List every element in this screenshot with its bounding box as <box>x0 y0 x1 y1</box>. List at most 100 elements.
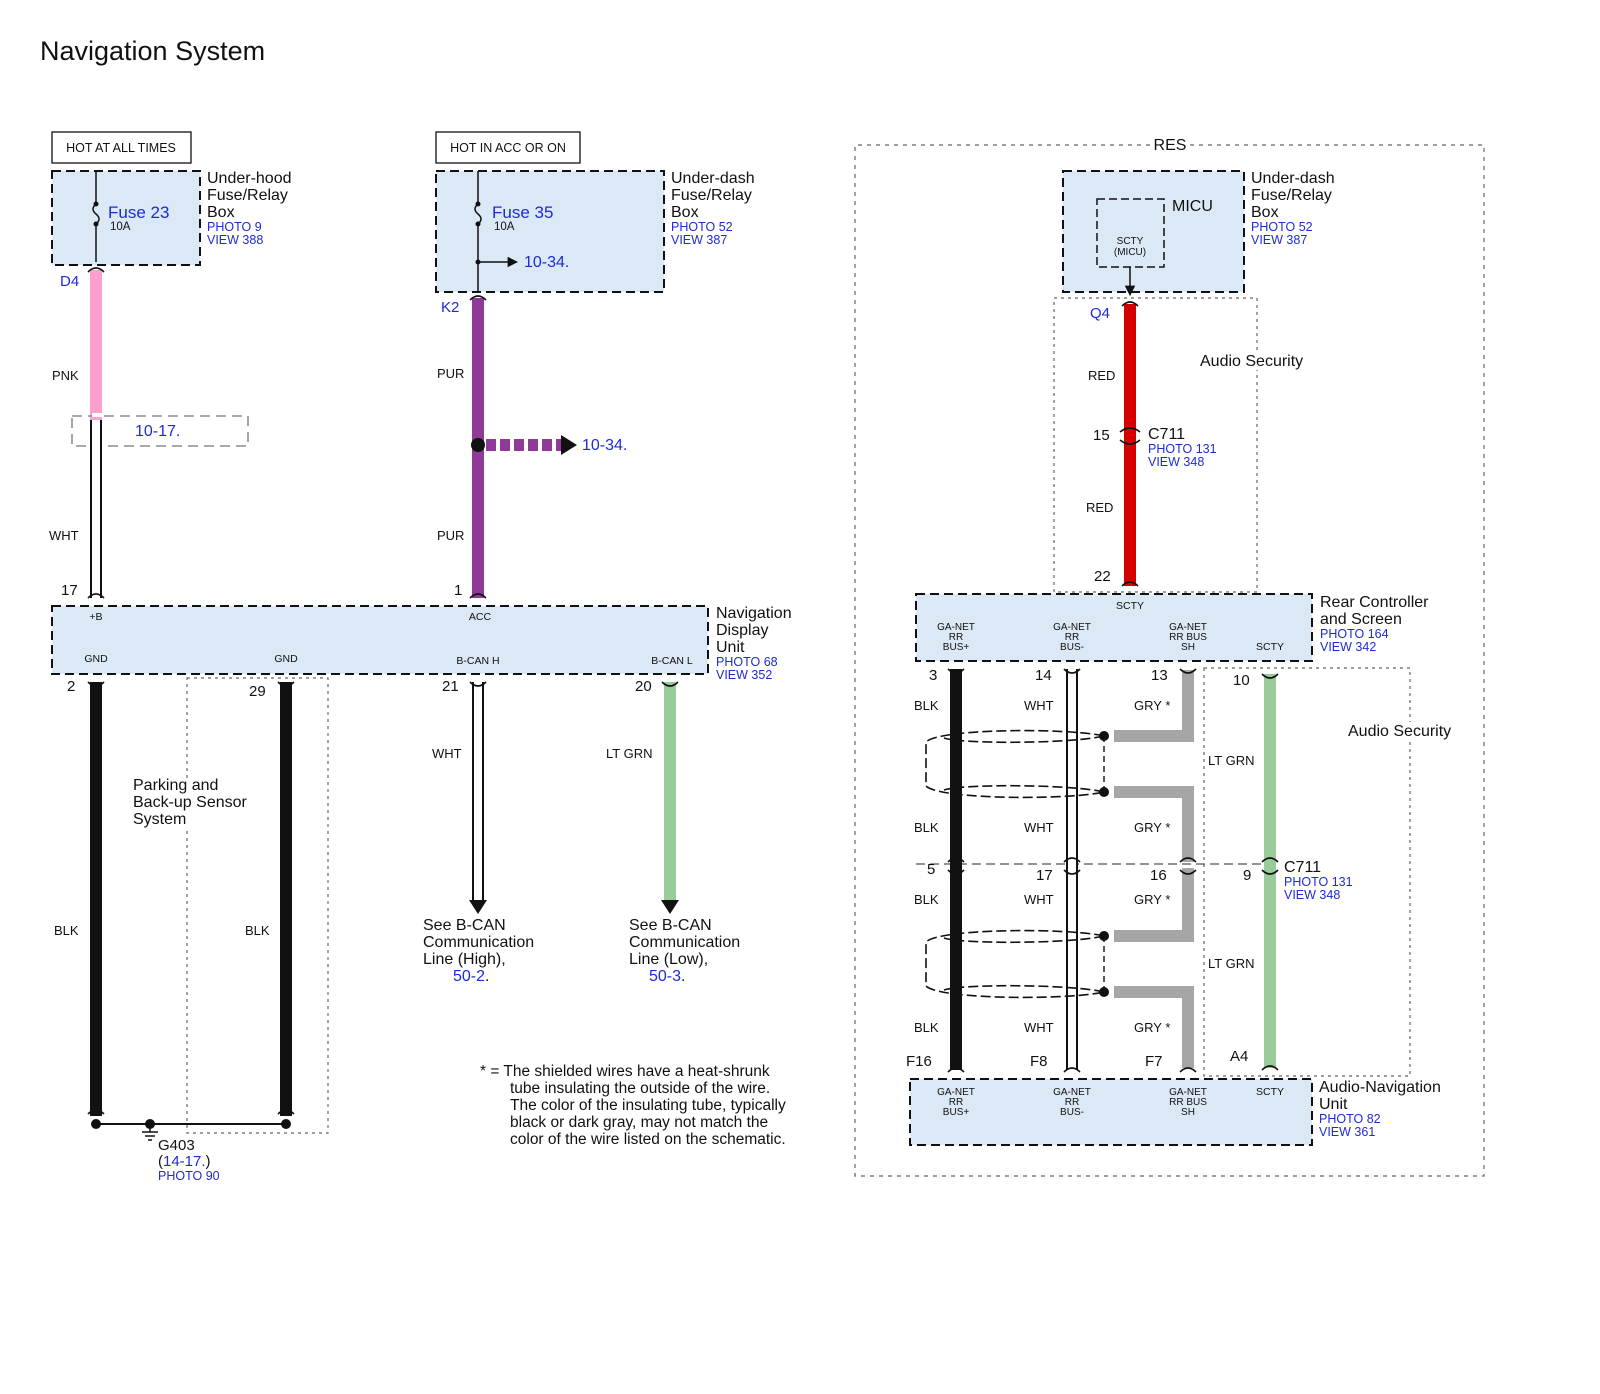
underhood-box-name-1: Under-hood <box>207 170 292 187</box>
audio-nav-pin-f16: F16 <box>906 1053 932 1070</box>
pin-22: 22 <box>1094 568 1111 585</box>
res-box-name-3: Box <box>1251 204 1279 221</box>
ground-ref[interactable]: 14-17. <box>163 1153 206 1170</box>
audio-navigation-unit <box>909 1078 1313 1146</box>
res-wire-blk-d: BLK <box>914 1020 939 1035</box>
wire-label-pur-1: PUR <box>437 366 464 381</box>
pin-1: 1 <box>454 582 462 599</box>
rear-pin-num-13: 13 <box>1151 667 1168 684</box>
ground-photo: PHOTO 90 <box>158 1169 220 1183</box>
bcan-low-line-1: See B-CAN <box>629 917 712 934</box>
audio-security-area-1 <box>1053 297 1258 593</box>
rear-pin-2-l1: GA-NET <box>1053 622 1091 633</box>
res-wire-wht-a: WHT <box>1024 698 1054 713</box>
pin-2: 2 <box>67 678 75 695</box>
bcan-high-line-2: Communication <box>423 934 534 951</box>
res-wire-blk-b: BLK <box>914 820 939 835</box>
wire-label-red-2: RED <box>1086 500 1113 515</box>
res-wire-gry-d: GRY * <box>1134 1020 1170 1035</box>
fuse-35-label: Fuse 35 <box>492 203 553 222</box>
bcan-high-line-3: Line (High), <box>423 951 506 968</box>
audio-nav-pin-f7: F7 <box>1145 1053 1163 1070</box>
micu-label: MICU <box>1172 198 1213 215</box>
bcan-low-ref[interactable]: 50-3 <box>649 968 681 985</box>
c711-top-view: VIEW 348 <box>1148 455 1204 469</box>
navigation-display-unit <box>51 605 709 675</box>
res-wire-wht-b: WHT <box>1024 820 1054 835</box>
note-line-5: color of the wire listed on the schemati… <box>510 1131 786 1148</box>
underdash-box-name-2: Fuse/Relay <box>671 187 752 204</box>
res-wire-blk-c: BLK <box>914 892 939 907</box>
nav-unit-name-1: Navigation <box>716 605 792 622</box>
underhood-box-name-3: Box <box>207 204 235 221</box>
shield-ellipse-1b <box>943 735 1105 793</box>
c711-mid-pin-17: 17 <box>1036 867 1053 884</box>
pin-29: 29 <box>249 683 266 700</box>
underhood-box-name-2: Fuse/Relay <box>207 187 288 204</box>
hot-in-acc-label: HOT IN ACC OR ON <box>450 141 566 155</box>
note-line-1: * = The shielded wires have a heat-shrun… <box>480 1063 770 1080</box>
page-title: Navigation System <box>40 36 265 66</box>
rear-ctrl-name-1: Rear Controller <box>1320 594 1429 611</box>
pin-17: 17 <box>61 582 78 599</box>
an-pin-1-l2: RR <box>949 1097 963 1108</box>
ground-ref-close: ) <box>206 1153 211 1170</box>
nav-pin-bcanh: B-CAN H <box>456 655 499 667</box>
wire-label-wht-bcanh: WHT <box>432 746 462 761</box>
rear-pin-num-3: 3 <box>929 667 937 684</box>
shield-ellipse-2a <box>925 929 1105 999</box>
res-box-name-2: Fuse/Relay <box>1251 187 1332 204</box>
an-pin-2-l1: GA-NET <box>1053 1087 1091 1098</box>
res-wire-wht-d: WHT <box>1024 1020 1054 1035</box>
fuse-35-ref: 10-34. <box>524 254 569 271</box>
nav-pin-gnd-1: GND <box>84 653 108 665</box>
audio-nav-pin-a4: A4 <box>1230 1048 1248 1065</box>
res-wire-gry-a: GRY * <box>1134 698 1170 713</box>
audio-nav-photo: PHOTO 82 <box>1319 1112 1381 1126</box>
shield-ellipse-1a <box>925 729 1105 799</box>
nav-unit-name-3: Unit <box>716 639 745 656</box>
nav-pin-b: +B <box>89 611 102 623</box>
res-wire-gry-c: GRY * <box>1134 892 1170 907</box>
underdash-box-view: VIEW 387 <box>671 233 727 247</box>
c711-mid-pin-5: 5 <box>927 861 935 878</box>
rear-controller-screen <box>915 593 1313 662</box>
res-wire-blk-a: BLK <box>914 698 939 713</box>
an-pin-2-l3: BUS- <box>1060 1107 1084 1118</box>
audio-nav-name-1: Audio-Navigation <box>1319 1079 1441 1096</box>
an-pin-2-l2: RR <box>1065 1097 1079 1108</box>
wire-label-red-1: RED <box>1088 368 1115 383</box>
fuse-35-rating: 10A <box>494 221 515 233</box>
svg-text:50-3.: 50-3. <box>649 968 685 985</box>
fuse-23-rating: 10A <box>110 221 131 233</box>
splice-ref: 10-17. <box>135 423 180 440</box>
parking-system-line-1: Parking and <box>133 777 218 794</box>
wire-label-wht: WHT <box>49 528 79 543</box>
parking-sensor-area <box>186 677 329 1134</box>
micu-scty-2: (MICU) <box>1114 247 1146 258</box>
bcan-high-ref[interactable]: 50-2 <box>453 968 485 985</box>
terminal-d4: D4 <box>60 273 79 290</box>
an-pin-3-l3: SH <box>1181 1107 1195 1118</box>
nav-pin-bcanl: B-CAN L <box>651 655 693 667</box>
underhood-box-photo: PHOTO 9 <box>207 220 262 234</box>
rear-pin-1-l3: BUS+ <box>943 642 970 653</box>
parking-system-line-2: Back-up Sensor <box>133 794 248 811</box>
bcan-low-line-3: Line (Low), <box>629 951 708 968</box>
hot-at-all-times-label: HOT AT ALL TIMES <box>66 141 176 155</box>
underdash-box-name-3: Box <box>671 204 699 221</box>
audio-nav-view: VIEW 361 <box>1319 1125 1375 1139</box>
shield-ellipse-2b <box>943 935 1105 993</box>
nav-unit-photo: PHOTO 68 <box>716 655 778 669</box>
c711-mid-photo: PHOTO 131 <box>1284 875 1353 889</box>
rear-pin-num-10: 10 <box>1233 672 1250 689</box>
underhood-fuse-box <box>51 170 201 266</box>
c711-top-name: C711 <box>1148 426 1185 443</box>
an-pin-3-l1: GA-NET <box>1169 1087 1207 1098</box>
wire-label-blk-1: BLK <box>54 923 79 938</box>
rear-pin-2-l3: BUS- <box>1060 642 1084 653</box>
underdash-box-photo: PHOTO 52 <box>671 220 733 234</box>
c711-mid-pin-9: 9 <box>1243 867 1251 884</box>
c711-mid-pin-16: 16 <box>1150 867 1167 884</box>
